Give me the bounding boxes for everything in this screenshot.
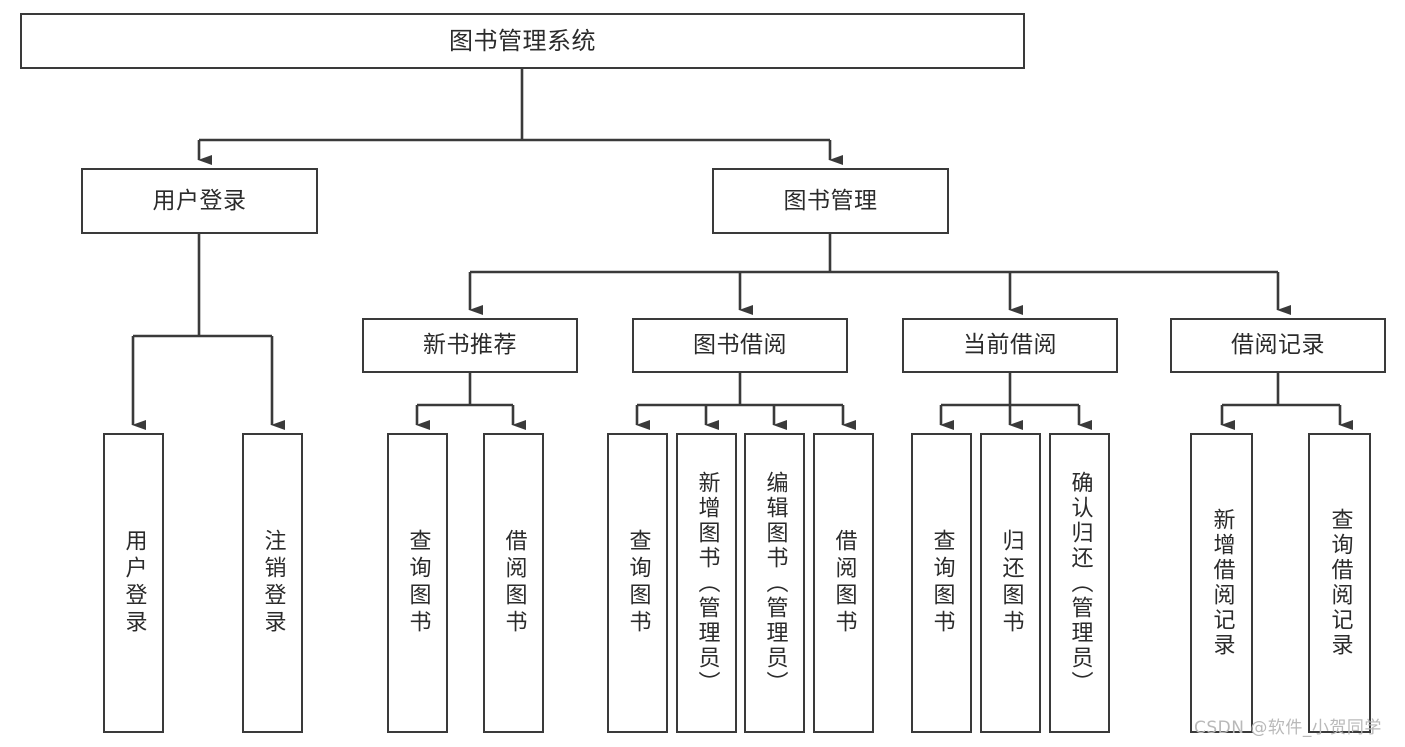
node-book-management[interactable]: 图书管理 bbox=[712, 168, 949, 234]
csdn-watermark: CSDN @软件_小贺同学 bbox=[1194, 718, 1382, 738]
node-label: 借阅图书 bbox=[501, 529, 527, 637]
node-label: 图书管理系统 bbox=[449, 27, 596, 55]
node-label: 查询图书 bbox=[405, 529, 431, 637]
node-label: 用户登录 bbox=[121, 529, 147, 637]
node-leaf-borrow-book[interactable]: 借阅图书 bbox=[813, 433, 874, 733]
node-label: 查询图书 bbox=[929, 529, 955, 637]
node-label: 归还图书 bbox=[998, 529, 1024, 637]
node-current-borrow[interactable]: 当前借阅 bbox=[902, 318, 1118, 373]
node-book-borrow[interactable]: 图书借阅 bbox=[632, 318, 848, 373]
node-label: 新增借阅记录 bbox=[1209, 508, 1235, 658]
node-leaf-logout[interactable]: 注销登录 bbox=[242, 433, 303, 733]
node-label: 借阅图书 bbox=[831, 529, 857, 637]
node-new-book-recommend[interactable]: 新书推荐 bbox=[362, 318, 578, 373]
node-label: 新增图书（管理员） bbox=[694, 470, 720, 696]
node-book-management-system[interactable]: 图书管理系统 bbox=[20, 13, 1025, 69]
node-label: 查询图书 bbox=[625, 529, 651, 637]
node-borrow-record[interactable]: 借阅记录 bbox=[1170, 318, 1386, 373]
node-leaf-return-book[interactable]: 归还图书 bbox=[980, 433, 1041, 733]
node-label: 图书借阅 bbox=[693, 332, 787, 358]
node-leaf-confirm-return-admin[interactable]: 确认归还（管理员） bbox=[1049, 433, 1110, 733]
node-leaf-query-book-new[interactable]: 查询图书 bbox=[387, 433, 448, 733]
node-label: 图书管理 bbox=[783, 187, 878, 214]
node-user-login[interactable]: 用户登录 bbox=[81, 168, 318, 234]
node-leaf-add-borrow-record[interactable]: 新增借阅记录 bbox=[1190, 433, 1253, 733]
node-label: 当前借阅 bbox=[963, 332, 1057, 358]
node-leaf-borrow-book-new[interactable]: 借阅图书 bbox=[483, 433, 544, 733]
node-label: 确认归还（管理员） bbox=[1067, 470, 1093, 696]
node-label: 注销登录 bbox=[260, 529, 286, 637]
node-label: 借阅记录 bbox=[1231, 332, 1325, 358]
node-label: 新书推荐 bbox=[423, 332, 517, 358]
node-leaf-query-book-current[interactable]: 查询图书 bbox=[911, 433, 972, 733]
node-label: 用户登录 bbox=[152, 187, 247, 214]
node-leaf-query-book[interactable]: 查询图书 bbox=[607, 433, 668, 733]
node-label: 查询借阅记录 bbox=[1327, 508, 1353, 658]
node-leaf-query-borrow-record[interactable]: 查询借阅记录 bbox=[1308, 433, 1371, 733]
node-leaf-edit-book-admin[interactable]: 编辑图书（管理员） bbox=[744, 433, 805, 733]
node-leaf-user-login[interactable]: 用户登录 bbox=[103, 433, 164, 733]
node-leaf-add-book-admin[interactable]: 新增图书（管理员） bbox=[676, 433, 737, 733]
node-label: 编辑图书（管理员） bbox=[762, 470, 788, 696]
